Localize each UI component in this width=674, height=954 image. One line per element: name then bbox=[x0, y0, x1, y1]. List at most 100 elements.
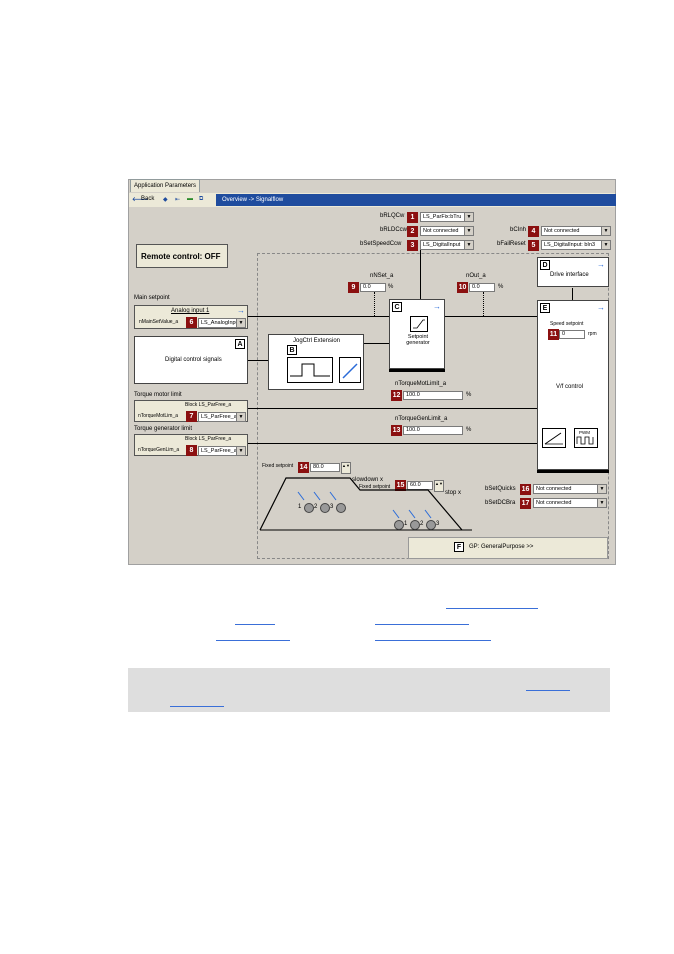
switch-indicator-icon bbox=[410, 520, 420, 530]
drive-interface-block[interactable]: D → Drive interface bbox=[537, 257, 609, 287]
digital-control-block[interactable]: A Digital control signals bbox=[134, 336, 248, 384]
arrow-right-icon: → bbox=[433, 302, 441, 311]
jogctrl-block[interactable]: JogCtrl Extension B bbox=[268, 334, 364, 390]
speed-setpoint-value: 0 bbox=[559, 330, 585, 339]
badge-16: 16 bbox=[520, 484, 531, 495]
bookmark-icon[interactable]: ▬ bbox=[187, 196, 193, 202]
badge-11: 11 bbox=[548, 329, 559, 340]
fixed1-label: Fixed setpoint bbox=[262, 463, 294, 469]
chevron-down-icon: ▼ bbox=[601, 227, 610, 235]
badge-5: 5 bbox=[528, 240, 539, 251]
fixed2-label: Fixed setpoint bbox=[359, 484, 391, 490]
signal-line bbox=[248, 360, 268, 361]
torque-motor-select[interactable]: LS_ParFree_a:n▼ bbox=[198, 412, 246, 422]
doc-link[interactable] bbox=[235, 624, 275, 625]
switch-2-num: 2 bbox=[420, 521, 424, 527]
chevron-down-icon: ▼ bbox=[236, 413, 245, 421]
signal-line bbox=[364, 343, 389, 344]
torque-gen-select[interactable]: LS_ParFree_a:n▼ bbox=[198, 446, 246, 456]
block-letter-f: F bbox=[454, 542, 464, 552]
remote-control-status: Remote control: OFF bbox=[136, 244, 228, 268]
ramp-icon bbox=[542, 428, 566, 448]
chevron-down-icon: ▼ bbox=[601, 241, 610, 249]
vf-control-block[interactable]: E → Speed setpoint 11 0 rpm V/f control … bbox=[537, 300, 609, 470]
switch-1-num: 1 bbox=[298, 504, 302, 510]
setpoint-gen-shadow bbox=[389, 369, 445, 372]
nout-unit: % bbox=[498, 284, 504, 290]
badge-1: 1 bbox=[407, 212, 418, 223]
doc-link[interactable] bbox=[375, 624, 469, 625]
chevron-down-icon: ▼ bbox=[236, 319, 245, 327]
input-3-select[interactable]: LS_DigitalInput▼ bbox=[420, 240, 474, 250]
switch-indicator-icon bbox=[394, 520, 404, 530]
motlimit-unit: % bbox=[466, 392, 472, 398]
switch-2-num: 2 bbox=[314, 504, 318, 510]
speed-unit: rpm bbox=[588, 331, 597, 337]
nset-label: nNSet_a bbox=[370, 273, 394, 279]
main-setpoint-select[interactable]: LS_AnalogInput▼ bbox=[198, 318, 246, 328]
back-button[interactable]: Back bbox=[141, 196, 155, 202]
input-4-select[interactable]: Not connected▼ bbox=[541, 226, 611, 236]
signal-line bbox=[374, 292, 376, 316]
quick-select[interactable]: Not connected▼ bbox=[533, 484, 607, 494]
doc-link[interactable] bbox=[216, 640, 290, 641]
forward-icon[interactable]: ◆ bbox=[163, 197, 168, 203]
doc-link[interactable] bbox=[375, 640, 491, 641]
input-1-label: bRLQCw bbox=[380, 213, 405, 219]
input-5-select[interactable]: LS_DigitalInput: bIn3▼ bbox=[541, 240, 611, 250]
vf-control-label: V/f control bbox=[556, 384, 584, 390]
torque-motor-link[interactable]: Block LS_ParFree_a bbox=[185, 402, 232, 408]
input-1-select[interactable]: LS_ParFix:bTru▼ bbox=[420, 212, 474, 222]
doc-link[interactable] bbox=[446, 608, 538, 609]
arrow-right-icon: → bbox=[237, 306, 245, 315]
block-letter-a: A bbox=[235, 339, 245, 349]
fixed-setpoint-profile bbox=[259, 477, 472, 531]
arrow-right-icon: → bbox=[597, 260, 605, 269]
general-purpose-button[interactable]: F GP: GeneralPurpose >> bbox=[408, 537, 608, 559]
torque-motor-block: Block LS_ParFree_a nTorqueMotLim_a 7 LS_… bbox=[134, 400, 248, 422]
back-arrow-icon[interactable]: 🡐 bbox=[132, 197, 149, 203]
home-icon[interactable]: ⇤ bbox=[175, 197, 181, 203]
torque-gen-link[interactable]: Block LS_ParFree_a bbox=[185, 436, 232, 442]
ramp-icon bbox=[410, 316, 428, 332]
setpoint-generator-block[interactable]: C → Setpoint generator bbox=[389, 299, 445, 369]
badge-7: 7 bbox=[186, 411, 197, 422]
input-2-select[interactable]: Not connected▼ bbox=[420, 226, 474, 236]
fixed1-spinner[interactable]: ▲▼ bbox=[341, 462, 351, 474]
chevron-down-icon: ▼ bbox=[464, 213, 473, 221]
torque-gen-block: Block LS_ParFree_a nTorqueGenLim_a 8 LS_… bbox=[134, 434, 248, 456]
switch-3-num: 3 bbox=[436, 521, 440, 527]
chevron-down-icon: ▼ bbox=[464, 241, 473, 249]
vf-shadow bbox=[537, 470, 609, 473]
tab-application-parameters[interactable]: Application Parameters bbox=[130, 179, 200, 192]
doc-link[interactable] bbox=[526, 690, 570, 691]
badge-3: 3 bbox=[407, 240, 418, 251]
chevron-down-icon: ▼ bbox=[597, 485, 606, 493]
switch-indicator-icon bbox=[336, 503, 346, 513]
signal-line bbox=[445, 316, 537, 317]
input-4-label: bCInh bbox=[510, 227, 527, 233]
block-letter-c: C bbox=[392, 302, 402, 312]
arrow-right-icon: → bbox=[597, 303, 605, 312]
nout-label: nOut_a bbox=[466, 273, 486, 279]
main-setpoint-title: Main setpoint bbox=[134, 295, 170, 301]
input-2-label: bRLDCcw bbox=[380, 227, 408, 233]
quick-label: bSetQuicks bbox=[485, 486, 516, 492]
chevron-down-icon: ▼ bbox=[236, 447, 245, 455]
dcbrake-label: bSetDCBra bbox=[485, 500, 516, 506]
network-icon[interactable]: ⧉ bbox=[199, 196, 204, 202]
switch-indicator-icon bbox=[320, 503, 330, 513]
analog-input-link[interactable]: Analog input 1 bbox=[171, 308, 210, 314]
doc-link[interactable] bbox=[170, 706, 224, 707]
block-letter-b: B bbox=[287, 345, 297, 355]
fixed2-spinner[interactable]: ▲▼ bbox=[434, 480, 444, 492]
badge-2: 2 bbox=[407, 226, 418, 237]
torque-gen-title: Torque generator limit bbox=[134, 426, 193, 432]
dcbrake-select[interactable]: Not connected▼ bbox=[533, 498, 607, 508]
fixed1-value[interactable]: 80.0 bbox=[310, 463, 340, 472]
badge-4: 4 bbox=[528, 226, 539, 237]
badge-6: 6 bbox=[186, 317, 197, 328]
nout-value: 0.0 bbox=[469, 283, 495, 292]
torque-gen-param: nTorqueGenLim_a bbox=[138, 447, 180, 453]
switch-1-num: 1 bbox=[404, 521, 408, 527]
